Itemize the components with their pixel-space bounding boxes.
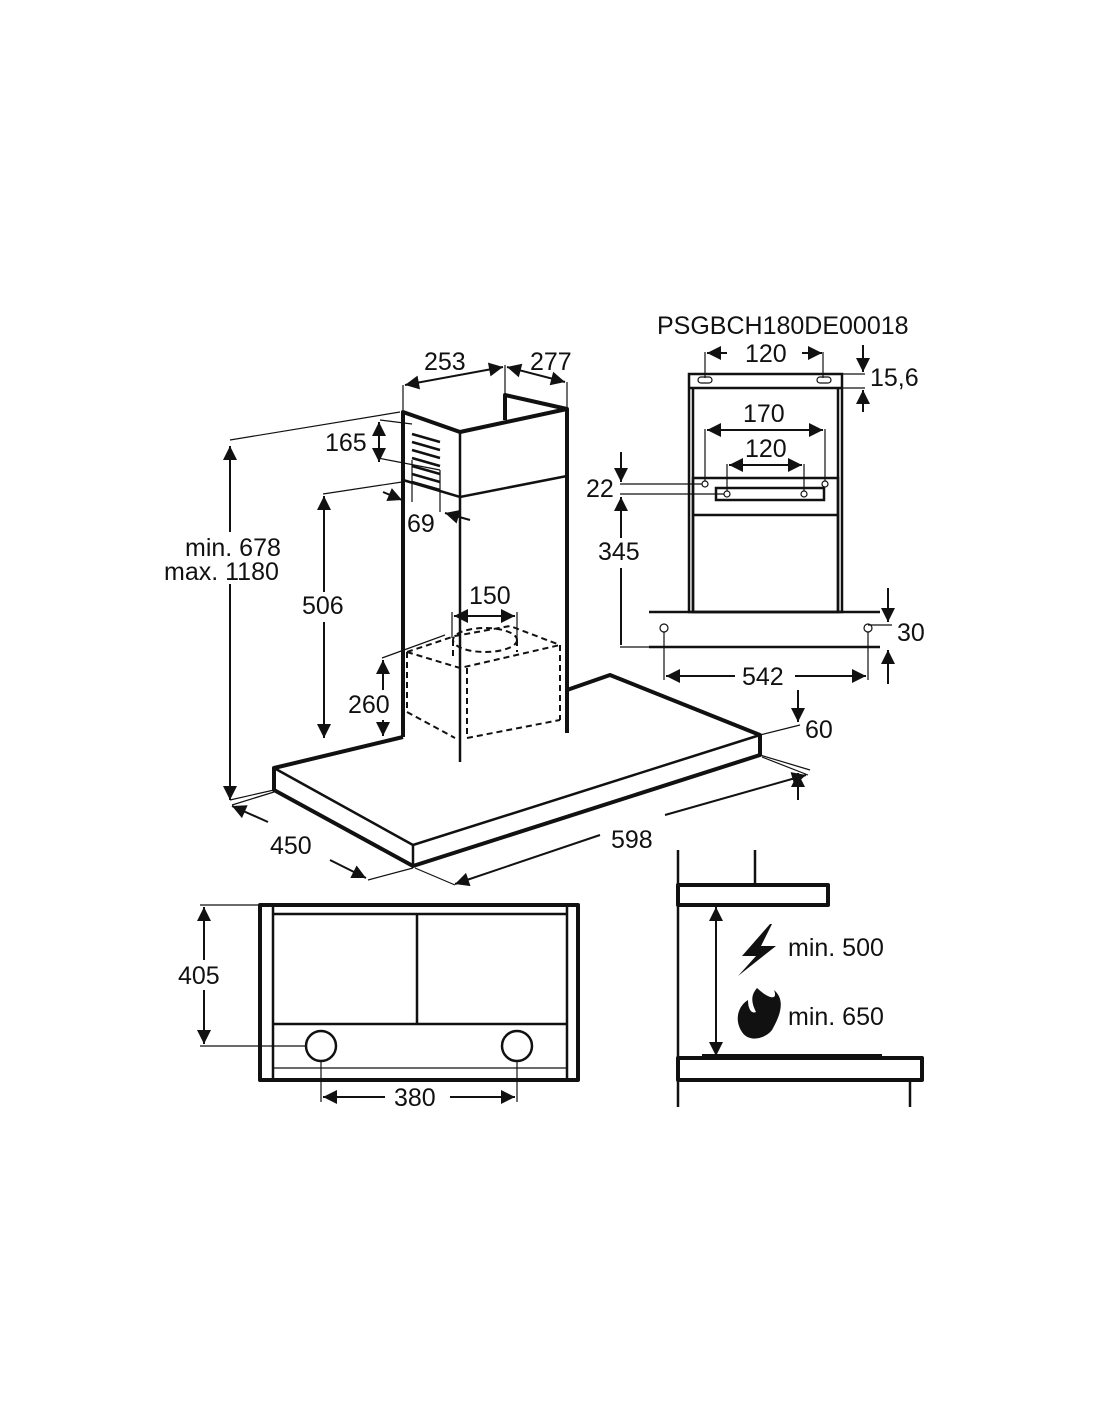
dim-vent-offset: 69 (407, 510, 435, 538)
dim-line-277 (506, 363, 566, 386)
dim-bottom-depth: 405 (178, 962, 220, 990)
canopy-outline (272, 673, 762, 868)
dim-lower-chimney: 506 (302, 592, 344, 620)
dim-motor-height: 260 (348, 691, 390, 719)
clearance-side-view: min. 500 min. 650 (676, 850, 924, 1107)
dim-canopy-width: 598 (611, 826, 653, 854)
slot-right (816, 376, 832, 384)
dim-light-spacing: 380 (394, 1084, 436, 1112)
dim-hole-offset: 22 (586, 475, 614, 503)
hood-isometric-view: 253 277 min. 678 max. 1180 165 69 506 15… (164, 348, 833, 887)
clearance-gas: min. 650 (788, 1003, 884, 1031)
dim-outer-hole-spacing: 170 (743, 400, 785, 428)
motor-housing-hidden (406, 624, 561, 740)
dim-bottom-hole-spacing: 542 (742, 663, 784, 691)
hood-bottom-view: 405 380 (176, 903, 580, 1112)
dim-vent-height: 165 (325, 429, 367, 457)
dim-canopy-depth: 450 (270, 832, 312, 860)
dim-line-253 (404, 362, 504, 390)
dim-bracket-height: 345 (598, 538, 640, 566)
dim-height-max: max. 1180 (164, 558, 279, 586)
dim-duct-diameter: 150 (469, 582, 511, 610)
dim-canopy-thickness: 60 (805, 716, 833, 744)
chimney-outline (401, 407, 569, 737)
hob-side-profile (676, 1056, 924, 1082)
dim-top-slot-offset: 15,6 (870, 364, 919, 392)
bottom-outline (258, 903, 580, 1082)
dim-bottom-offset: 30 (897, 619, 925, 647)
hood-side-profile (676, 883, 830, 907)
dim-inner-hole-spacing: 120 (745, 435, 787, 463)
dim-chimney-width: 253 (424, 348, 466, 376)
vent-grille (411, 432, 441, 492)
model-code: PSGBCH180DE00018 (657, 312, 909, 340)
dim-chimney-depth: 277 (530, 348, 572, 376)
light-right (500, 1029, 534, 1063)
dim-top-slot-spacing: 120 (745, 340, 787, 368)
light-left (304, 1029, 338, 1063)
mounting-bracket-view: PSGBCH180DE00018 120 15,6 170 120 22 345 (586, 312, 925, 691)
dim-height-min: min. 678 (185, 534, 281, 562)
lightning-icon (738, 924, 776, 976)
clearance-electric: min. 500 (788, 934, 884, 962)
flame-icon (737, 988, 781, 1039)
duct-outlet (452, 627, 518, 653)
